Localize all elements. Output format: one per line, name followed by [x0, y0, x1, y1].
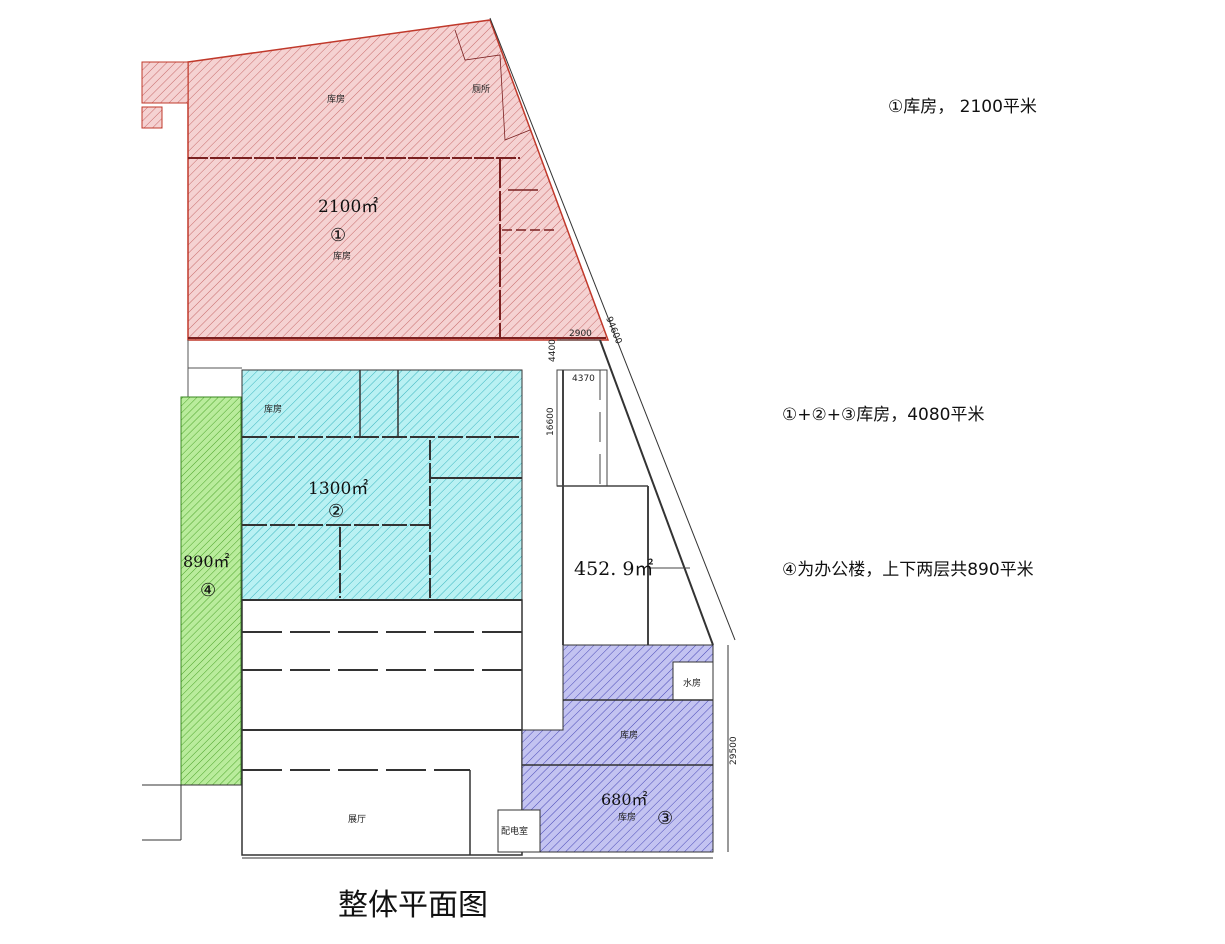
area-452: [556, 339, 690, 645]
dim-29500: 29500: [729, 736, 739, 765]
zone-3-area: 680㎡: [601, 790, 648, 809]
zone-3-room-label: 库房: [618, 811, 636, 823]
note-office: ④为办公楼，上下两层共890平米: [782, 560, 1034, 580]
zone-2-warehouse: 库房 1300㎡ ②: [241, 369, 523, 601]
dim-94600: 94600: [603, 315, 623, 346]
zone-1-area: 2100㎡: [318, 197, 378, 217]
dim-4370: 4370: [572, 374, 595, 384]
zone-1-room-label: 库房: [333, 250, 351, 262]
zone-4-number: ④: [200, 580, 216, 601]
zone-4-area: 890㎡: [183, 552, 230, 571]
zone-3-number: ③: [657, 808, 673, 829]
toilet-label: 厕所: [472, 84, 490, 95]
dim-16600: 16600: [546, 407, 556, 436]
power-room-label: 配电室: [501, 825, 528, 837]
page-title: 整体平面图: [338, 888, 488, 923]
zone-2-area: 1300㎡: [308, 479, 368, 499]
note-warehouses-total: ①+②+③库房，4080平米: [782, 405, 985, 425]
showroom-label: 展厅: [348, 814, 366, 825]
area-452-label: 452. 9㎡: [574, 557, 653, 580]
dim-2900: 2900: [569, 329, 592, 339]
zone-2-room-label: 库房: [264, 403, 282, 415]
zone-1-warehouse: 2100㎡ ① 库房 库房 厕所 2900: [141, 19, 610, 341]
lower-rooms: [142, 370, 523, 856]
zone-2-number: ②: [328, 501, 344, 522]
zone-3-warehouse: 水房 库房 680㎡ 库房 ③ 配电室: [497, 644, 714, 853]
zone-4-office: 890㎡ ④: [180, 396, 242, 786]
zone-1-top-room-label: 库房: [327, 93, 345, 105]
dim-4400: 4400: [548, 339, 558, 362]
zone-3-top-room-label: 库房: [620, 729, 638, 741]
note-zone-1: ①库房， 2100平米: [888, 97, 1037, 117]
water-room-label: 水房: [683, 677, 701, 689]
zone-1-number: ①: [330, 225, 346, 246]
